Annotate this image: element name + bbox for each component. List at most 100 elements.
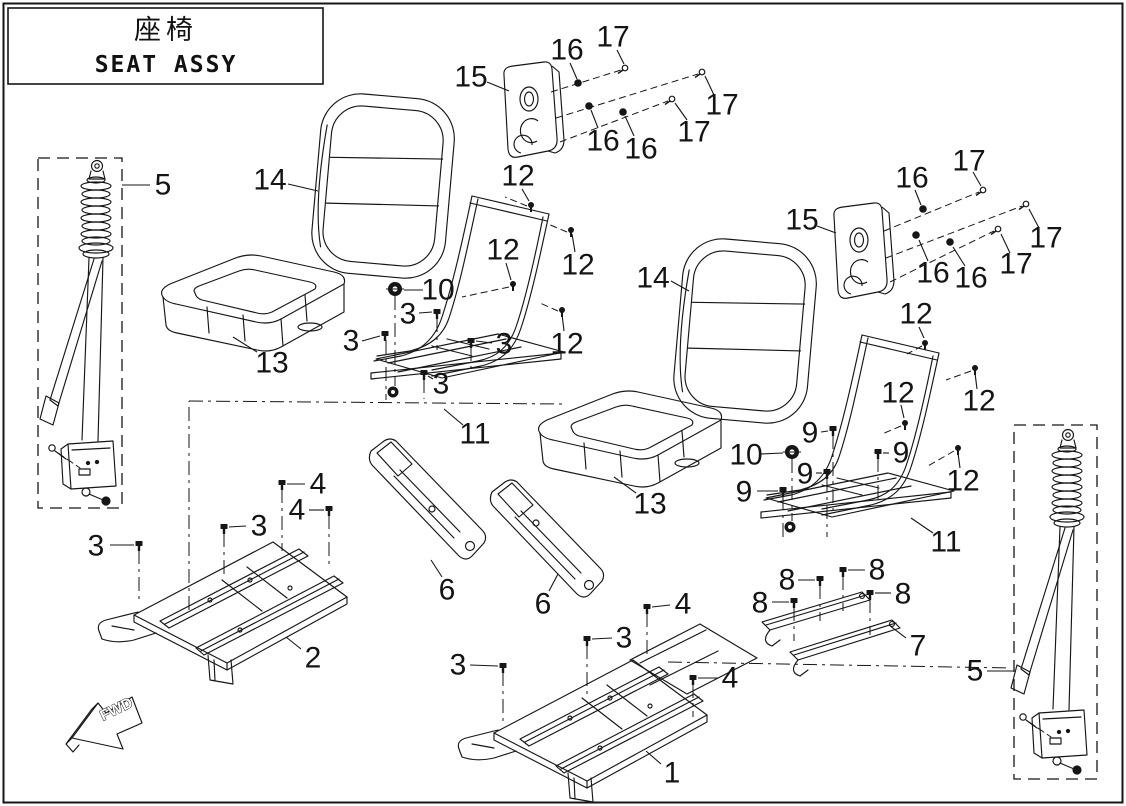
belt-boundary-box — [37, 157, 123, 509]
callout-leader-line — [418, 311, 433, 314]
dashed-leader — [927, 450, 955, 467]
callout-15: 15 — [454, 61, 510, 94]
fwd-arrow: FWD — [65, 694, 143, 753]
belt-boundary-box — [1013, 424, 1098, 780]
title-block: 座椅 SEAT ASSY — [7, 7, 324, 85]
fasteners — [135, 64, 1030, 685]
callout-leader-line — [900, 404, 905, 419]
callout-leader-line — [613, 476, 637, 494]
fastener-dot — [585, 102, 593, 110]
seat-cushion-right — [537, 390, 723, 488]
fastener-nut — [783, 445, 801, 459]
callout-leader-line — [228, 525, 247, 528]
callout-label: 10 — [729, 439, 762, 472]
fastener-screw — [568, 227, 574, 237]
fastener-bolt — [816, 576, 824, 586]
side-cover-left — [503, 61, 565, 158]
callout-label: 17 — [596, 21, 629, 54]
callout-label: 9 — [797, 458, 814, 491]
fastener-bolt — [433, 309, 441, 319]
dashed-leader — [547, 223, 568, 233]
callout-label: 15 — [785, 204, 818, 237]
fastener-screw — [510, 281, 516, 291]
fastener-bolt — [420, 370, 428, 380]
callout-leader-line — [957, 452, 961, 469]
callout-leader-line — [820, 430, 829, 433]
dashed-leader — [885, 205, 1023, 259]
callout-label: 8 — [869, 554, 886, 587]
dashed-leader — [461, 286, 510, 298]
belt-strap-right — [489, 479, 605, 598]
fastener-screw — [902, 420, 908, 430]
callout-11: 11 — [443, 408, 491, 451]
fastener-bolt — [220, 524, 228, 534]
callout-leader-line — [918, 326, 925, 339]
callout-label: 13 — [633, 488, 666, 521]
callout-leader-line — [569, 62, 578, 80]
fastener-bolt — [499, 663, 507, 673]
callout-4: 4 — [287, 468, 326, 501]
callout-12: 12 — [881, 377, 915, 419]
callout-label: 12 — [550, 328, 583, 361]
dashed-leader — [539, 302, 559, 312]
fastener-bolt — [874, 449, 882, 459]
dashed-leader — [559, 100, 669, 143]
dashed-leader — [504, 196, 528, 207]
fastener-screw — [972, 365, 978, 375]
callout-label: 12 — [501, 160, 534, 193]
title-box — [7, 7, 324, 85]
callout-4: 4 — [289, 494, 324, 527]
callout-10: 10 — [404, 274, 455, 307]
fastener-bolt — [278, 480, 286, 490]
callout-leader-line — [645, 750, 662, 765]
callout-label: 17 — [999, 248, 1032, 281]
callout-leader-line — [361, 335, 381, 342]
callout-leader-line — [624, 115, 635, 137]
callout-3: 3 — [343, 325, 381, 358]
callout-14: 14 — [253, 164, 319, 197]
callout-12: 12 — [899, 298, 933, 339]
axis-line — [667, 661, 1011, 669]
callout-16: 16 — [586, 109, 620, 158]
fastener-pin — [975, 186, 987, 197]
seat-back-left — [311, 93, 455, 279]
callout-3: 3 — [475, 328, 513, 361]
seat-back-right — [669, 234, 821, 428]
callout-6: 6 — [430, 559, 455, 607]
callout-17: 17 — [999, 233, 1033, 281]
fastener-bolt — [790, 598, 798, 608]
side-cover-right — [833, 202, 895, 299]
callout-label: 3 — [400, 298, 417, 331]
callout-label: 3 — [433, 368, 450, 401]
callout-label: 12 — [899, 298, 932, 331]
callout-2: 2 — [285, 636, 321, 675]
callout-label: 14 — [253, 164, 286, 197]
callout-leader-line — [972, 171, 982, 187]
slider-extra-rail — [629, 623, 758, 695]
callout-leader-line — [760, 452, 784, 455]
callout-leader-line — [287, 183, 319, 192]
fastener-nut-small — [784, 521, 796, 533]
callout-9: 9 — [883, 437, 909, 470]
callout-17: 17 — [596, 21, 630, 65]
callout-label: 6 — [535, 588, 552, 621]
seat-belt-assembly-left — [39, 159, 117, 506]
callout-label: 12 — [486, 234, 519, 267]
title-chinese: 座椅 — [134, 15, 198, 46]
callout-leader-line — [888, 624, 907, 639]
seat-frame-left — [370, 195, 565, 380]
fastener-bolt — [583, 636, 591, 646]
callout-13: 13 — [232, 336, 289, 380]
callout-12: 12 — [946, 452, 980, 498]
callout-3: 3 — [450, 649, 499, 682]
callout-leader-line — [674, 102, 688, 121]
callout-label: 3 — [251, 510, 268, 543]
callout-leader-line — [651, 604, 671, 608]
callout-label: 3 — [496, 328, 513, 361]
callout-leader-line — [704, 75, 715, 96]
callout-label: 16 — [624, 133, 657, 166]
fastener-nut — [386, 282, 404, 296]
callout-leader-line — [974, 372, 978, 390]
